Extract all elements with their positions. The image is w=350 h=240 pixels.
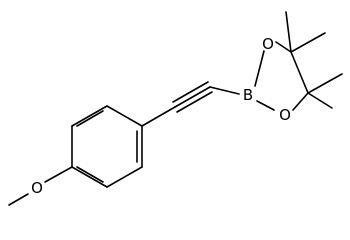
aryl-oxygen-bond bbox=[44, 166, 73, 183]
ring-bond-4 bbox=[71, 166, 108, 188]
oxygen-upper-carbon-bond bbox=[275, 41, 292, 53]
methyl-bond-upper-right bbox=[290, 32, 326, 53]
pinacol-boronate-ring: B O O bbox=[243, 35, 309, 124]
atom-label-oxygen-lower: O bbox=[279, 106, 291, 124]
aryl-alkyne-bond bbox=[141, 106, 176, 127]
triple-bond-line-2 bbox=[174, 86, 211, 108]
ring-bond-6 bbox=[71, 105, 108, 127]
oxygen-methyl-bond bbox=[8, 193, 29, 206]
ring-double-bond-b bbox=[76, 166, 104, 183]
ring-bond-1 bbox=[106, 105, 143, 127]
methyl-bond-right bbox=[307, 73, 343, 94]
benzene-ring bbox=[71, 105, 143, 188]
methyl-bond-top bbox=[285, 11, 292, 53]
ring-bond-3 bbox=[106, 166, 143, 188]
atom-label-oxygen-methoxy: O bbox=[31, 179, 43, 197]
alkyne-boron-bond bbox=[209, 86, 240, 95]
boron-oxygen-lower-bond bbox=[256, 100, 275, 111]
alkyne-linker bbox=[141, 81, 240, 127]
methoxy-group: O bbox=[8, 166, 73, 206]
atom-label-boron: B bbox=[243, 86, 253, 104]
chemical-structure-diagram: O B O O bbox=[8, 11, 343, 206]
ring-double-bond-c bbox=[76, 110, 104, 127]
methyl-groups bbox=[285, 11, 343, 109]
triple-bond-line-3 bbox=[176, 91, 213, 113]
triple-bond-line-1 bbox=[172, 81, 209, 103]
quaternary-carbon-bond bbox=[290, 51, 309, 94]
atom-label-oxygen-upper: O bbox=[262, 35, 274, 53]
boron-oxygen-upper-bond bbox=[254, 50, 265, 87]
methyl-bond-lower-right bbox=[307, 92, 333, 109]
oxygen-lower-carbon-bond bbox=[292, 92, 309, 111]
